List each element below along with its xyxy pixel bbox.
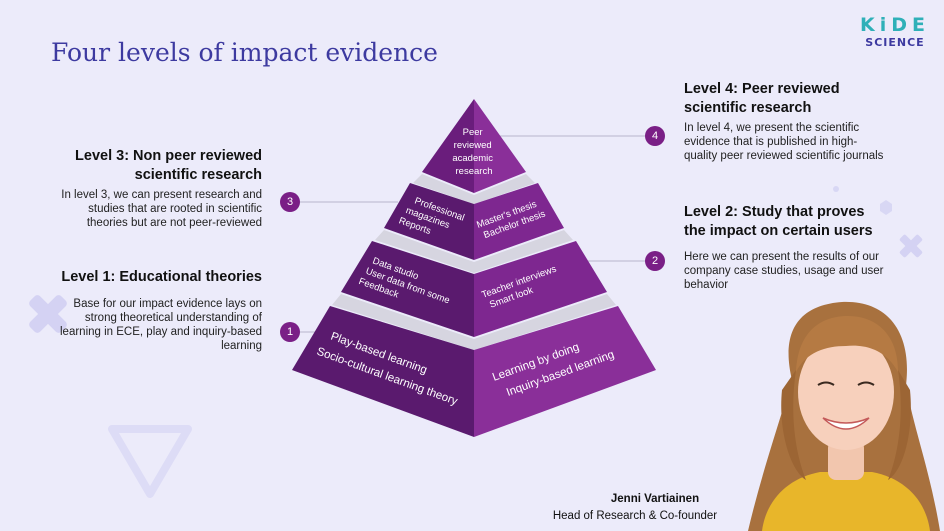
pyramid-tier-level1: Play-based learning Socio-cultural learn… [292, 306, 656, 437]
level2-heading: Level 2: Study that proves the impact on… [684, 204, 873, 239]
level4-block: Level 4: Peer reviewed scientific resear… [684, 80, 884, 163]
level1-block: Level 1: Educational theories Base for o… [60, 268, 262, 353]
level4-description: In level 4, we present the scientific ev… [684, 122, 884, 162]
dot-decoration [833, 186, 839, 192]
triangle-outline-decoration [108, 425, 192, 498]
level1-heading: Level 1: Educational theories [61, 269, 262, 285]
pyramid-tier-level2: Data studio User data from some Feedback… [341, 241, 607, 337]
kide-science-logo: KiDE SCIENCE [860, 14, 930, 49]
level3-block: Level 3: Non peer reviewed scientific re… [60, 147, 262, 230]
level-badge-4: 4 [645, 126, 665, 146]
page-title: Four levels of impact evidence [51, 38, 438, 67]
cross-decoration-left [29, 295, 67, 333]
level2-block: Level 2: Study that proves the impact on… [684, 203, 889, 292]
level2-description: Here we can present the results of our c… [684, 251, 884, 291]
level4-heading: Level 4: Peer reviewed scientific resear… [684, 81, 840, 116]
level1-description: Base for our impact evidence lays on str… [60, 298, 263, 352]
pyramid-separator [375, 230, 573, 273]
cross-decoration-right [899, 234, 923, 258]
pyramid-separator [413, 174, 535, 204]
level3-heading: Level 3: Non peer reviewed scientific re… [75, 148, 262, 183]
logo-line2: SCIENCE [865, 36, 925, 49]
presenter-name: Jenni Vartiainen [610, 493, 700, 505]
level-badge-2: 2 [645, 251, 665, 271]
pyramid-separator [332, 294, 616, 350]
tier4-text: Peer reviewed academic research [452, 127, 495, 177]
logo-line1: KiDE [860, 14, 930, 36]
level-badge-1: 1 [280, 322, 300, 342]
tier3-left-text: Professional magazines Reports [397, 193, 468, 247]
presenter-role: Head of Research & Co-founder [552, 510, 718, 522]
pyramid-tier-level3: Professional magazines Reports Master's … [384, 183, 564, 260]
level3-description: In level 3, we can present research and … [61, 189, 262, 229]
pyramid-tier-level4: Peer reviewed academic research [422, 99, 526, 193]
hexagon-decoration [880, 200, 892, 215]
level-badge-3: 3 [280, 192, 300, 212]
